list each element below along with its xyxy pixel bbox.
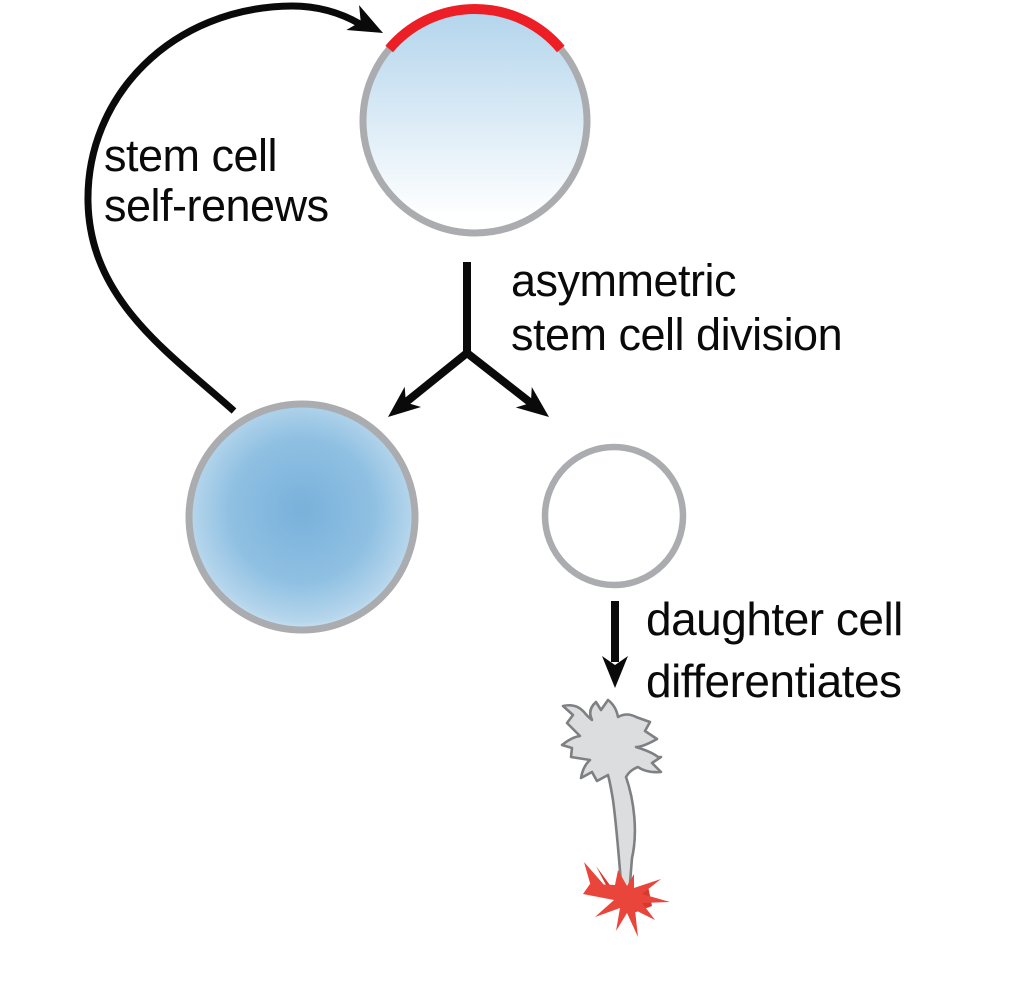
self-renew-arrow xyxy=(84,2,383,414)
label-self-renews-line2: self-renews xyxy=(104,180,329,231)
daughter-cell xyxy=(541,443,687,589)
label-daughter-differentiates-line2: differentiates xyxy=(646,655,902,707)
renewed-stem-cell xyxy=(185,400,419,634)
polarity-crescent xyxy=(385,4,565,53)
division-right-arrowhead-icon xyxy=(515,387,549,417)
stem-cell xyxy=(359,4,591,237)
differentiation-arrow xyxy=(602,601,628,688)
label-asymmetric-division: asymmetric stem cell division xyxy=(511,254,843,362)
division-fork-arrow xyxy=(388,262,549,417)
label-self-renews: stem cell self-renews xyxy=(104,131,329,231)
label-daughter-differentiates-line1: daughter cell xyxy=(646,593,903,645)
self-renew-arrowhead-icon xyxy=(346,5,383,33)
label-daughter-differentiates: daughter cell differentiates xyxy=(646,588,903,712)
label-self-renews-line1: stem cell xyxy=(104,130,278,181)
label-asymmetric-division-line2: stem cell division xyxy=(511,309,843,360)
differentiation-arrowhead-icon xyxy=(602,656,628,688)
neuron-body-and-axon xyxy=(560,698,663,898)
axon-terminals-upper-spike xyxy=(584,862,605,890)
division-fork-lines xyxy=(397,262,539,411)
label-asymmetric-division-line1: asymmetric xyxy=(511,255,737,306)
self-renew-arrow-curve xyxy=(84,2,362,414)
neuron xyxy=(560,698,670,937)
axon-terminals xyxy=(583,870,670,937)
division-left-arrowhead-icon xyxy=(388,386,422,417)
